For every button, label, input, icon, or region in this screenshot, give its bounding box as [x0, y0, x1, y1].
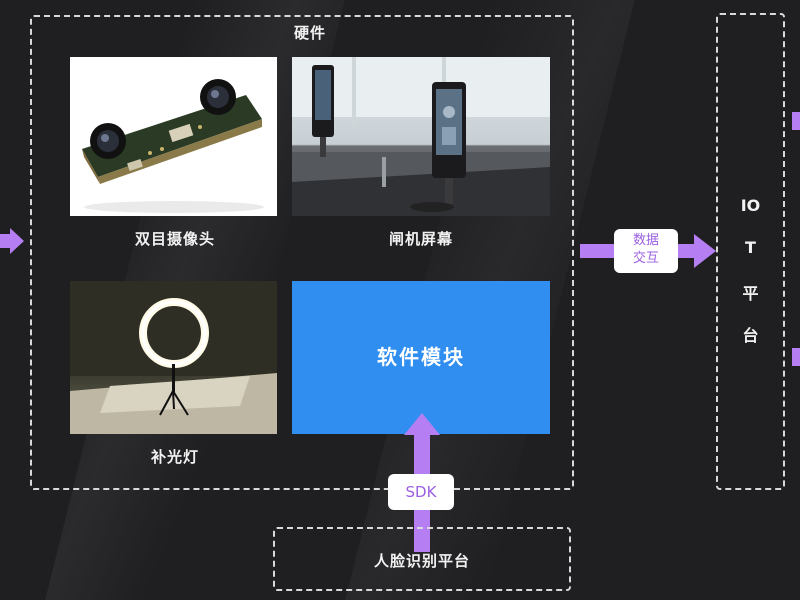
data-exchange-line2: 交互: [632, 251, 659, 266]
iot-line-2: T: [745, 238, 756, 257]
fill-light-label: 补光灯: [150, 448, 199, 466]
software-module-label: 软件模块: [377, 345, 465, 369]
sdk-arrow-head: [404, 413, 440, 435]
face-recognition-platform-label: 人脸识别平台: [373, 552, 470, 570]
iot-platform-label: IO T 平 台: [716, 196, 785, 364]
iot-line-4: 台: [742, 326, 759, 345]
hardware-container: [30, 15, 574, 490]
data-exchange-arrow-head: [694, 234, 716, 268]
fill-light-image: [70, 281, 277, 434]
face-recognition-platform-box: [273, 527, 571, 591]
gate-screen-image: [292, 57, 550, 216]
sdk-pill: SDK: [388, 474, 454, 510]
hardware-title: 硬件: [293, 24, 326, 42]
data-exchange-line1: 数据: [632, 233, 659, 248]
left-incoming-arrow: [0, 228, 24, 254]
binocular-camera-label: 双目摄像头: [134, 230, 215, 248]
right-edge-arrow-top: [792, 112, 800, 130]
binocular-camera-image: [70, 57, 277, 216]
iot-line-3: 平: [742, 284, 759, 303]
iot-line-1: IO: [740, 196, 761, 215]
gate-screen-label: 闸机屏幕: [388, 230, 453, 248]
iot-platform-box: [716, 13, 785, 490]
right-edge-arrow-bottom: [792, 348, 800, 366]
software-module-box: 软件模块: [292, 281, 550, 434]
data-exchange-pill: 数据 交互: [614, 229, 678, 273]
